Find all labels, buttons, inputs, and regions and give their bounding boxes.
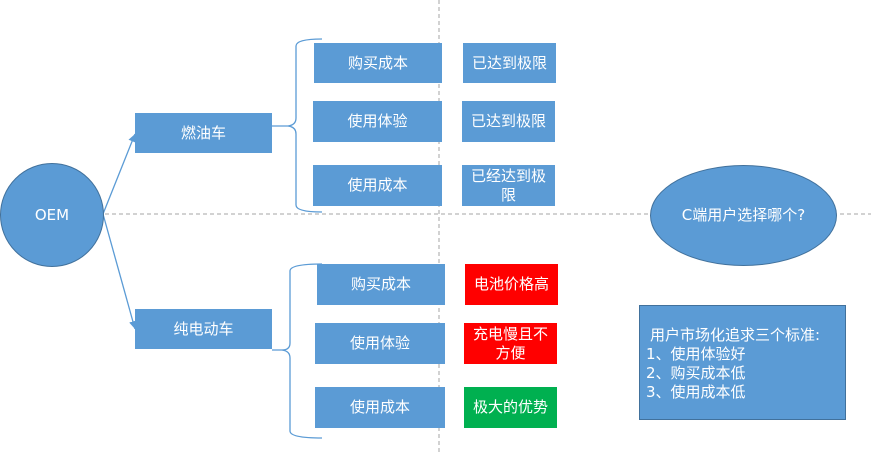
verdict-box: 已达到极限	[462, 101, 555, 142]
criteria-title: 用户市场化追求三个标准:	[650, 326, 821, 344]
criteria-item: 1、使用体验好	[646, 345, 746, 363]
criteria-item: 2、购买成本低	[646, 364, 746, 382]
question-node: C端用户选择哪个?	[650, 165, 837, 266]
branch-electric-car: 纯电动车	[135, 309, 272, 349]
verdict-label: 充电慢且不方便	[472, 324, 548, 362]
arrow-to-electric-car	[102, 213, 137, 330]
factor-label: 购买成本	[350, 275, 411, 293]
verdict-box: 已经达到极限	[462, 165, 555, 206]
oem-label: OEM	[34, 205, 70, 224]
factor-box: 购买成本	[314, 43, 442, 83]
verdict-box-negative: 充电慢且不方便	[464, 323, 557, 364]
factor-label: 使用成本	[349, 398, 410, 416]
factor-label: 购买成本	[347, 53, 408, 72]
verdict-label: 已经达到极限	[470, 166, 546, 204]
verdict-box-positive: 极大的优势	[464, 387, 557, 428]
factor-box: 使用成本	[315, 387, 445, 428]
verdict-label: 电池价格高	[473, 275, 549, 293]
brace-fuel-car	[272, 38, 323, 213]
factor-box: 使用体验	[315, 323, 445, 364]
verdict-label: 已达到极限	[470, 112, 546, 130]
branch-fuel-car: 燃油车	[135, 113, 272, 153]
branch-label: 燃油车	[180, 123, 226, 142]
factor-label: 使用成本	[347, 176, 408, 194]
branch-label: 纯电动车	[173, 319, 234, 338]
factor-box: 购买成本	[317, 264, 445, 305]
verdict-label: 已达到极限	[471, 53, 547, 72]
verdict-box-negative: 电池价格高	[465, 264, 558, 305]
criteria-item: 3、使用成本低	[646, 383, 746, 401]
oem-node: OEM	[0, 163, 104, 267]
verdict-box: 已达到极限	[463, 43, 556, 83]
factor-box: 使用成本	[313, 165, 442, 206]
factor-label: 使用体验	[349, 334, 410, 352]
brace-electric-car	[272, 263, 323, 439]
factor-label: 使用体验	[347, 112, 408, 130]
arrow-to-fuel-car	[102, 133, 136, 215]
question-label: C端用户选择哪个?	[681, 206, 806, 224]
factor-box: 使用体验	[313, 101, 442, 142]
criteria-box: 用户市场化追求三个标准: 1、使用体验好 2、购买成本低 3、使用成本低	[639, 305, 846, 420]
verdict-label: 极大的优势	[472, 398, 548, 416]
